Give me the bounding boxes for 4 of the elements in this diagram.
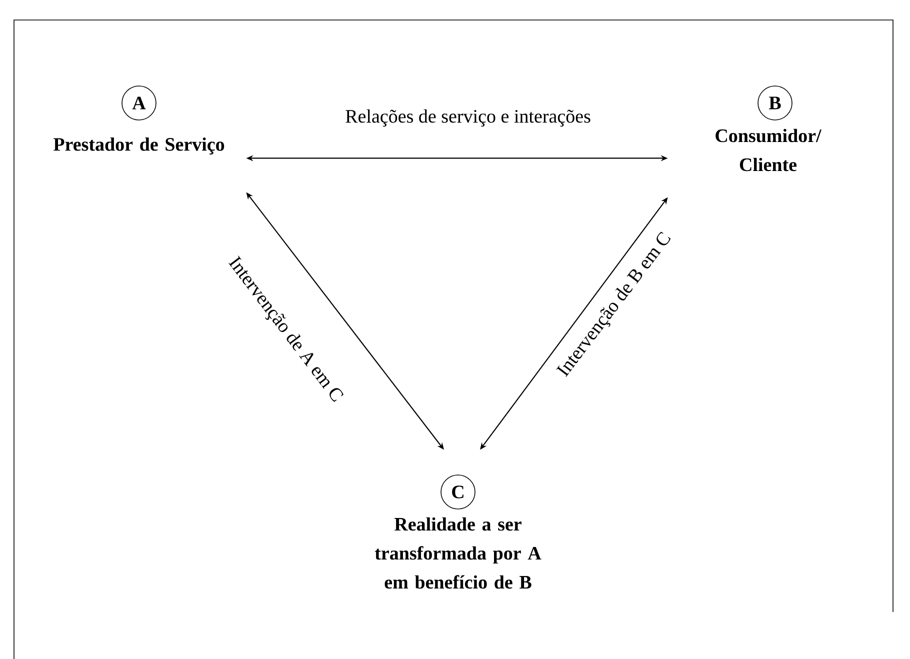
node-label: Realidade a ser transformada por A em benefício de B [374,517,542,589]
edge-label: Relações de serviço e interações [344,108,592,128]
node-label: Consumidor/ Cliente [716,128,822,172]
node-label: Prestador de Serviço [54,137,224,155]
